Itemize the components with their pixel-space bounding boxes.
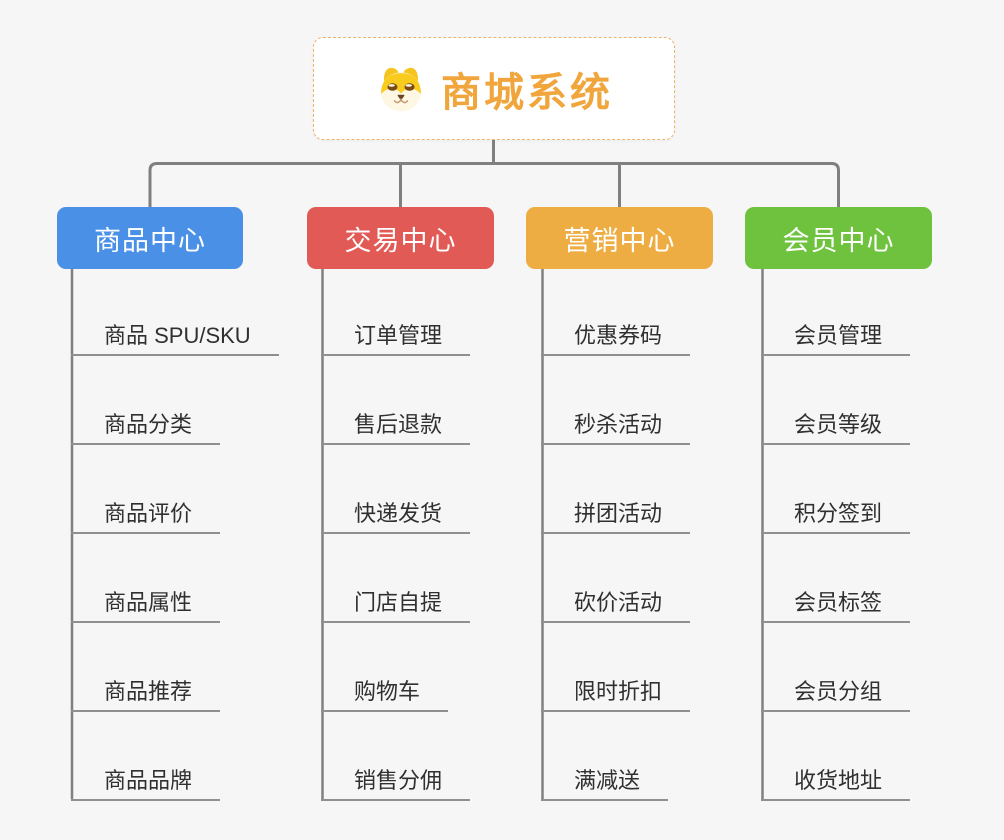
leaf-node[interactable]: 销售分佣 xyxy=(321,763,471,801)
root-node[interactable]: 商城系统 xyxy=(313,37,675,140)
leaf-node[interactable]: 砍价活动 xyxy=(541,585,691,623)
branch-node-product-center[interactable]: 商品中心 xyxy=(57,207,243,269)
leaf-node[interactable]: 商品属性 xyxy=(71,585,221,623)
leaf-node[interactable]: 拼团活动 xyxy=(541,496,691,534)
branch-node-trade-center[interactable]: 交易中心 xyxy=(307,207,494,269)
branch-label: 商品中心 xyxy=(94,225,206,256)
branch-node-marketing-center[interactable]: 营销中心 xyxy=(526,207,713,269)
leaf-node[interactable]: 订单管理 xyxy=(321,318,471,356)
branch-label: 营销中心 xyxy=(563,225,676,256)
shiba-dog-icon xyxy=(375,63,427,115)
leaf-node[interactable]: 商品评价 xyxy=(71,496,221,534)
leaf-node[interactable]: 秒杀活动 xyxy=(541,407,691,445)
leaf-node[interactable]: 限时折扣 xyxy=(541,674,691,712)
leaf-node[interactable]: 商品推荐 xyxy=(71,674,221,712)
root-title: 商城系统 xyxy=(441,70,613,115)
branch-node-member-center[interactable]: 会员中心 xyxy=(745,207,932,269)
leaf-node[interactable]: 会员等级 xyxy=(761,407,911,445)
leaf-node[interactable]: 商品品牌 xyxy=(71,763,221,801)
leaf-node[interactable]: 商品 SPU/SKU xyxy=(71,318,279,356)
leaf-node[interactable]: 会员标签 xyxy=(761,585,911,623)
branch-label: 交易中心 xyxy=(344,225,457,256)
leaf-node[interactable]: 快递发货 xyxy=(321,496,471,534)
leaf-node[interactable]: 购物车 xyxy=(321,674,449,712)
branch-label: 会员中心 xyxy=(782,225,895,256)
leaf-node[interactable]: 会员分组 xyxy=(761,674,911,712)
leaf-node[interactable]: 售后退款 xyxy=(321,407,471,445)
leaf-node[interactable]: 门店自提 xyxy=(321,585,471,623)
leaf-node[interactable]: 收货地址 xyxy=(761,763,911,801)
branch-bus-line xyxy=(148,162,840,207)
leaf-node[interactable]: 优惠券码 xyxy=(541,318,691,356)
leaf-node[interactable]: 积分签到 xyxy=(761,496,911,534)
leaf-node[interactable]: 会员管理 xyxy=(761,318,911,356)
leaf-node[interactable]: 商品分类 xyxy=(71,407,221,445)
leaf-node[interactable]: 满减送 xyxy=(541,763,669,801)
